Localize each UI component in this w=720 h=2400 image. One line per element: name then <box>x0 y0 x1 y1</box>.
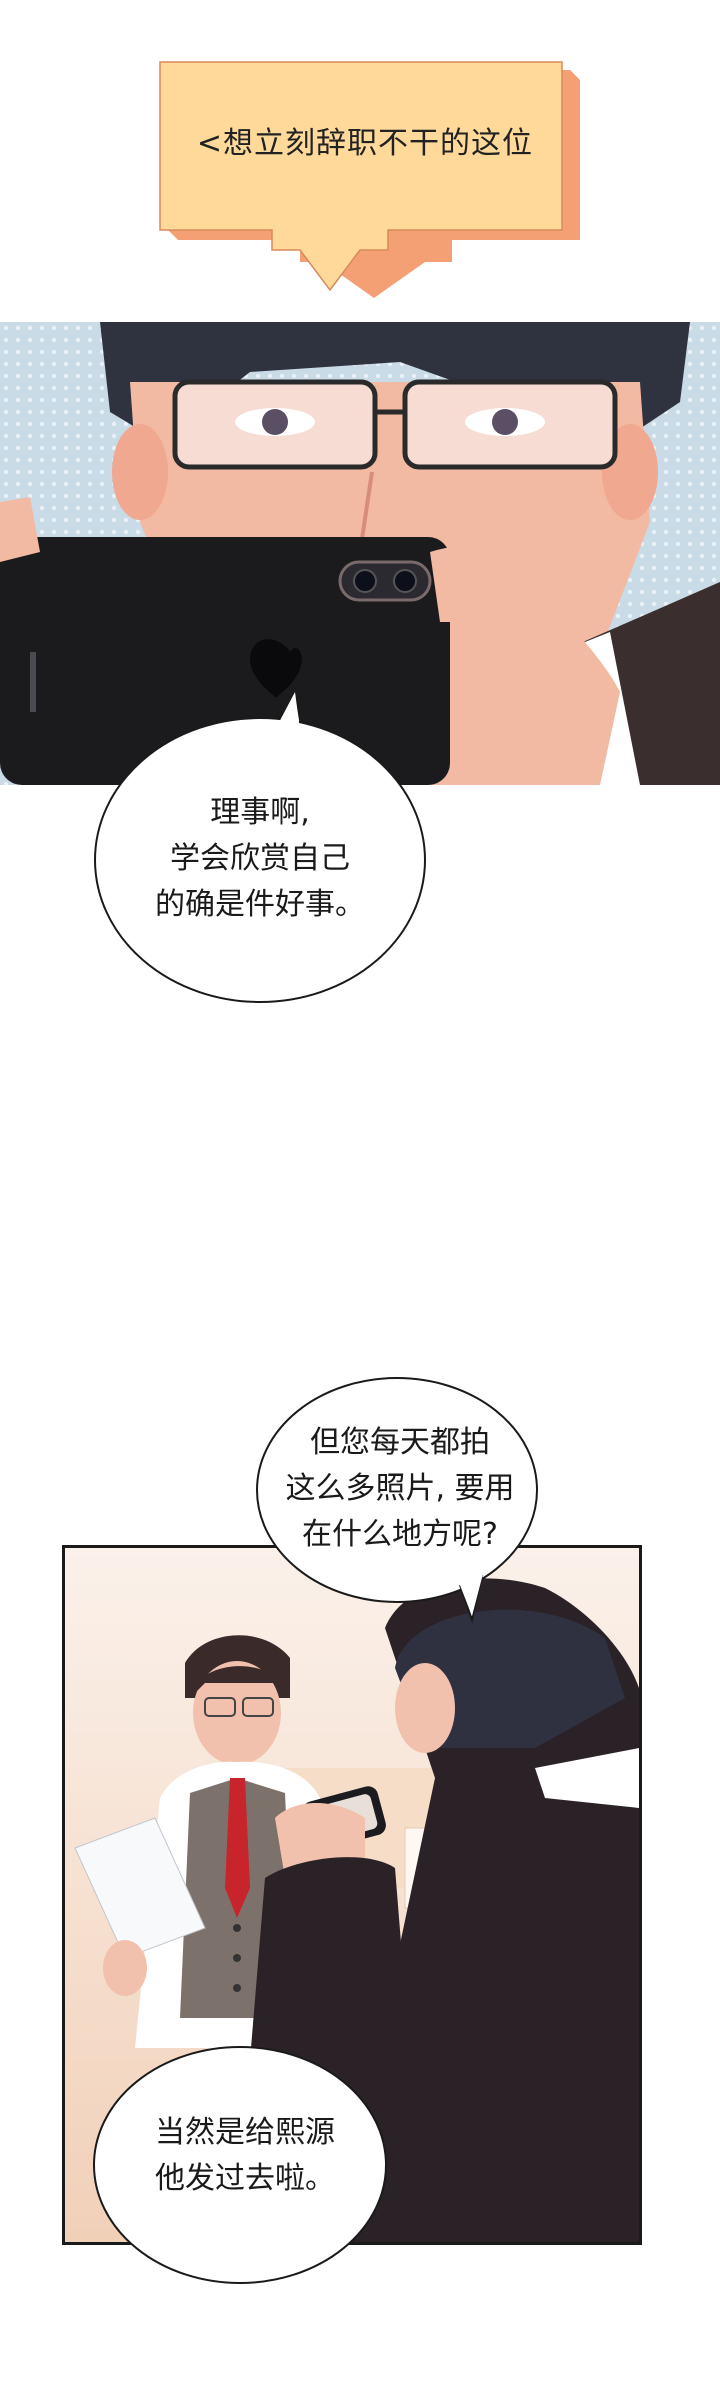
speech-bubble-3-text: 当然是给熙源 他发过去啦。 <box>110 2110 380 2202</box>
speech-bubble-2 <box>256 1377 538 1624</box>
panel-closeup <box>0 322 720 785</box>
caption-text: <想立刻辞职不干的这位 <box>196 126 534 161</box>
speech-bubble-3 <box>93 2046 387 2284</box>
bubble-1-line-2: 学会欣赏自己 <box>170 841 350 876</box>
bubble-2-line-3: 在什么地方呢? <box>302 1517 498 1552</box>
bubble-1-line-1: 理事啊, <box>210 795 310 830</box>
panel-office <box>62 1545 642 2245</box>
bubble-1-line-3: 的确是件好事。 <box>155 887 365 922</box>
bubble-2-line-2: 这么多照片, 要用 <box>285 1471 515 1506</box>
panel-closeup-art <box>0 322 720 785</box>
bubble-3-line-2: 他发过去啦。 <box>155 2161 335 2196</box>
bubble-2-line-1: 但您每天都拍 <box>310 1425 490 1460</box>
caption-box <box>159 61 580 298</box>
speech-bubble-2-text: 但您每天都拍 这么多照片, 要用 在什么地方呢? <box>260 1420 540 1558</box>
bubble-3-line-1: 当然是给熙源 <box>155 2115 335 2150</box>
speech-bubble-1-text: 理事啊, 学会欣赏自己 的确是件好事。 <box>110 790 410 928</box>
speech-bubble-1 <box>94 690 426 1003</box>
panel-office-art <box>65 1548 639 2242</box>
